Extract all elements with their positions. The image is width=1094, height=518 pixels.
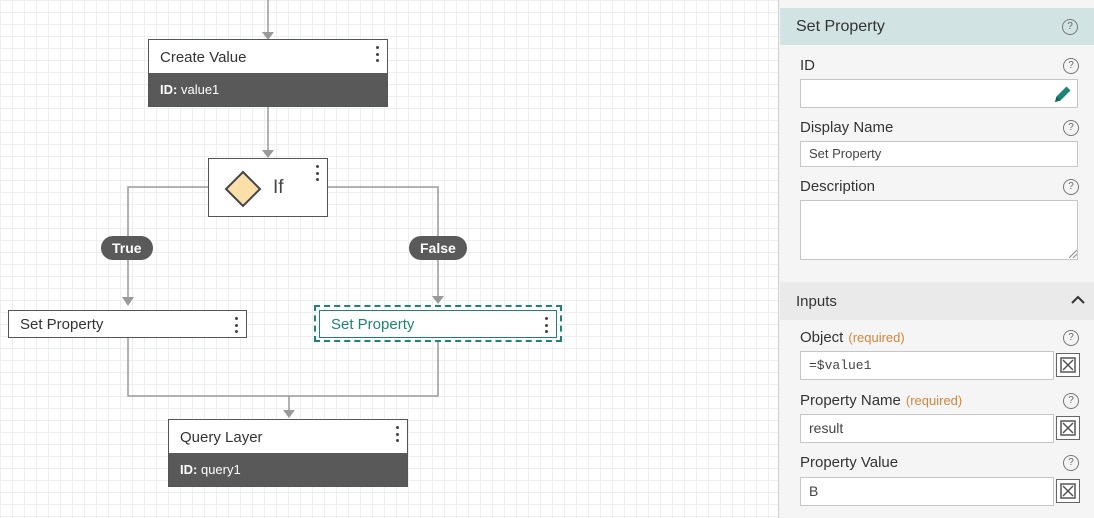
- id-value: query1: [200, 462, 241, 477]
- description-label: Description: [800, 178, 876, 195]
- section-title: Inputs: [796, 293, 837, 310]
- node-id-bar: ID: value1: [149, 73, 387, 106]
- help-icon[interactable]: ?: [1063, 455, 1079, 471]
- workflow-canvas[interactable]: Create Value ID: value1 If True False Se…: [0, 0, 778, 518]
- help-icon[interactable]: ?: [1062, 19, 1078, 35]
- id-value: value1: [180, 82, 220, 97]
- object-field[interactable]: =$value1: [800, 351, 1054, 380]
- node-title: If: [273, 177, 284, 198]
- arrow-into-set-property-true: [122, 297, 134, 306]
- arrow-into-if: [262, 150, 274, 158]
- node-set-property-false[interactable]: Set Property: [319, 310, 557, 338]
- connector-if-true: [127, 186, 208, 297]
- arrow-into-create-value: [262, 32, 274, 40]
- branch-label-true: True: [101, 236, 153, 260]
- id-field-label: ID: [800, 57, 815, 74]
- node-query-layer[interactable]: Query Layer ID: query1: [168, 419, 408, 487]
- object-label: Object(required): [800, 329, 905, 346]
- connector-if-false: [328, 186, 439, 297]
- property-value-field[interactable]: B: [800, 477, 1054, 506]
- panel-header: Set Property ?: [780, 8, 1094, 45]
- edit-pencil-icon[interactable]: [1052, 83, 1074, 105]
- variable-picker-button[interactable]: [1056, 353, 1080, 377]
- node-title: Query Layer: [180, 429, 263, 446]
- display-name-field[interactable]: Set Property: [800, 141, 1078, 167]
- help-icon[interactable]: ?: [1063, 179, 1079, 195]
- arrow-into-set-property-false: [432, 296, 444, 304]
- property-name-field[interactable]: result: [800, 414, 1054, 443]
- node-create-value[interactable]: Create Value ID: value1: [148, 39, 388, 107]
- help-icon[interactable]: ?: [1063, 58, 1079, 74]
- connector-merge: [127, 338, 439, 397]
- description-field[interactable]: [800, 200, 1078, 260]
- node-title: Set Property: [20, 316, 104, 333]
- inputs-section-header[interactable]: Inputs: [780, 282, 1094, 320]
- node-if[interactable]: If: [208, 158, 328, 217]
- display-name-label: Display Name: [800, 119, 894, 136]
- kebab-menu-icon[interactable]: [315, 165, 319, 181]
- required-indicator: (required): [848, 330, 905, 345]
- condition-diamond-icon: [224, 170, 262, 208]
- id-field[interactable]: [800, 79, 1078, 108]
- properties-panel: Set Property ? ID ? Display Name ? Set P…: [778, 0, 1094, 518]
- kebab-menu-icon[interactable]: [544, 317, 548, 333]
- node-title: Set Property: [331, 316, 415, 333]
- node-title: Create Value: [160, 49, 247, 66]
- variable-picker-button[interactable]: [1056, 479, 1080, 503]
- property-value-label: Property Value: [800, 454, 899, 471]
- node-set-property-true[interactable]: Set Property: [8, 310, 247, 338]
- property-name-label: Property Name(required): [800, 392, 963, 409]
- panel-title: Set Property: [796, 18, 885, 35]
- variable-picker-icon: [1060, 483, 1076, 499]
- kebab-menu-icon[interactable]: [234, 317, 238, 333]
- connector-lines: [122, 0, 444, 418]
- variable-picker-icon: [1060, 420, 1076, 436]
- help-icon[interactable]: ?: [1063, 330, 1079, 346]
- id-label: ID:: [160, 82, 178, 97]
- required-indicator: (required): [905, 393, 963, 408]
- resize-handle-icon[interactable]: [1069, 250, 1077, 258]
- kebab-menu-icon[interactable]: [375, 46, 379, 62]
- node-id-bar: ID: query1: [169, 453, 407, 486]
- branch-label-false: False: [409, 236, 467, 260]
- variable-picker-icon: [1060, 357, 1076, 373]
- arrow-into-query-layer: [283, 410, 295, 418]
- help-icon[interactable]: ?: [1063, 120, 1079, 136]
- help-icon[interactable]: ?: [1063, 393, 1079, 409]
- variable-picker-button[interactable]: [1056, 416, 1080, 440]
- kebab-menu-icon[interactable]: [395, 426, 399, 442]
- chevron-up-icon[interactable]: [1071, 295, 1085, 305]
- id-label: ID:: [180, 462, 198, 477]
- selection-outline: [314, 305, 562, 342]
